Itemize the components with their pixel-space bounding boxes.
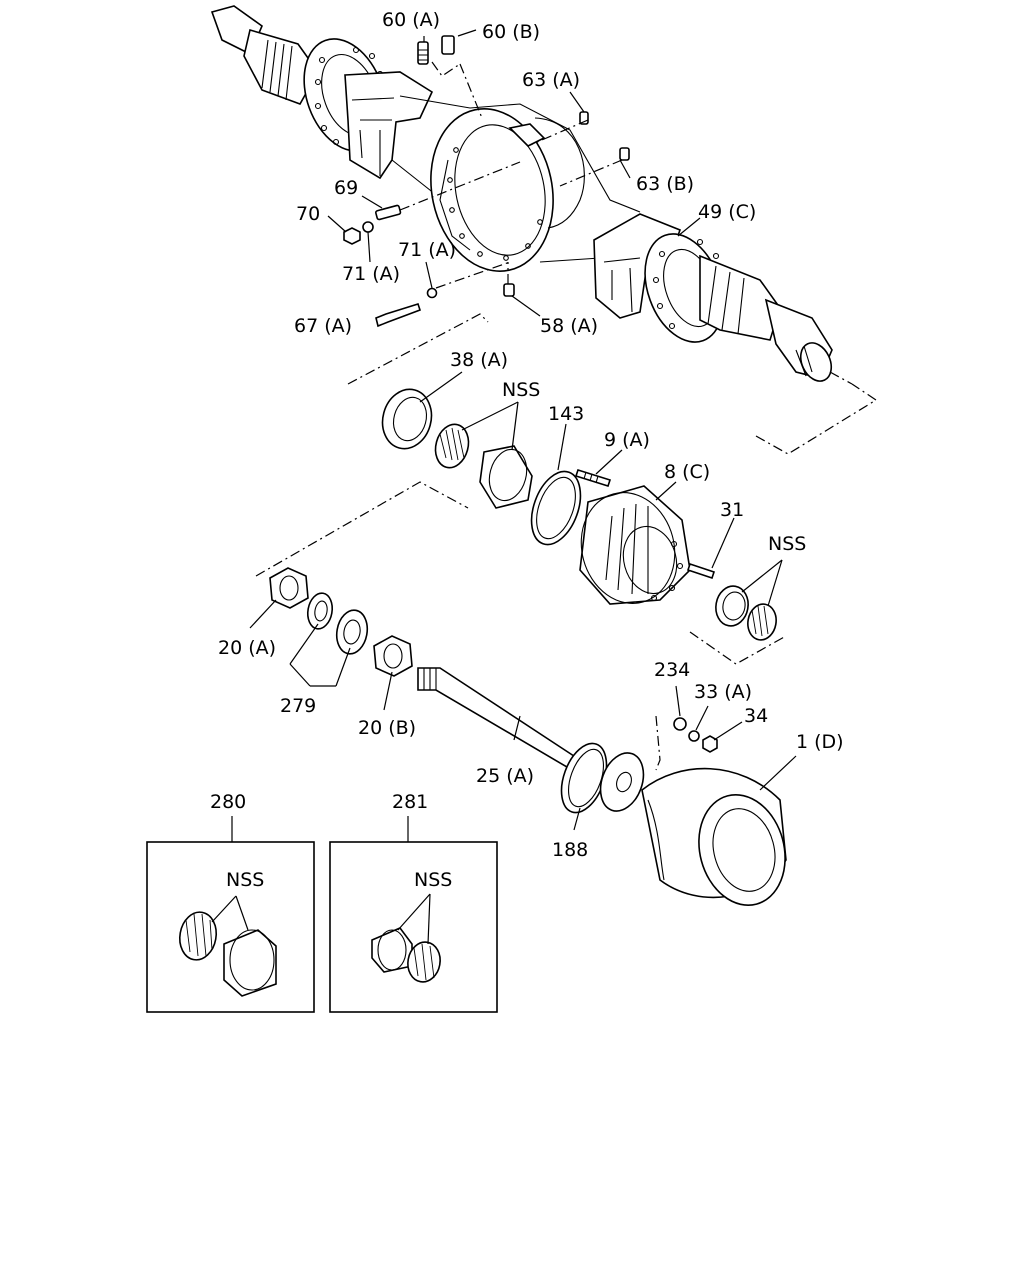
- label-188: 188: [552, 839, 588, 861]
- box-281: [329, 841, 498, 1013]
- label-49c: 49 (C): [698, 201, 756, 223]
- oil-seal-38a: [381, 388, 433, 450]
- lock-plate: [335, 609, 369, 655]
- label-nss-280: NSS: [226, 869, 264, 891]
- label-38a: 38 (A): [450, 349, 508, 371]
- label-9a: 9 (A): [604, 429, 650, 451]
- washer-33a: [688, 730, 700, 742]
- label-34: 34: [744, 705, 768, 727]
- label-71a-upper: 71 (A): [398, 239, 456, 261]
- bolt-69: [375, 204, 402, 221]
- label-234: 234: [654, 659, 690, 681]
- label-8c: 8 (C): [664, 461, 710, 483]
- label-33a: 33 (A): [694, 681, 752, 703]
- label-63b: 63 (B): [636, 173, 694, 195]
- label-71a-lower: 71 (A): [342, 263, 400, 285]
- kit-280-cup: [223, 929, 277, 997]
- label-58a: 58 (A): [540, 315, 598, 337]
- housing-fasteners: [343, 35, 630, 328]
- plug-63b: [619, 147, 630, 161]
- axle-shaft-25a: [417, 667, 582, 772]
- label-67a: 67 (A): [294, 315, 352, 337]
- assembly-lines: [255, 61, 878, 771]
- kit-280-cone: [178, 911, 218, 961]
- bolt-67a: [375, 303, 422, 328]
- axle-housing: [210, 5, 833, 382]
- label-nss-1: NSS: [502, 379, 540, 401]
- label-1d: 1 (D): [796, 731, 844, 753]
- stud-31: [686, 562, 716, 580]
- label-20a: 20 (A): [218, 637, 276, 659]
- plug-60b: [441, 35, 455, 55]
- plug-60a: [417, 41, 429, 65]
- washer: [306, 592, 334, 630]
- label-60b: 60 (B): [482, 21, 540, 43]
- bearing-cup: [479, 445, 533, 509]
- label-70: 70: [296, 203, 320, 225]
- washer-71a-upper: [362, 221, 374, 233]
- leader-lines: [249, 29, 797, 831]
- plug-58a: [503, 283, 515, 297]
- bearing-cup-nss: [715, 585, 749, 627]
- label-281: 281: [392, 791, 428, 813]
- washer-71a-lower: [426, 287, 438, 299]
- label-279: 279: [280, 695, 316, 717]
- label-20b: 20 (B): [358, 717, 416, 739]
- label-nss-2: NSS: [768, 533, 806, 555]
- label-69: 69: [334, 177, 358, 199]
- label-31: 31: [720, 499, 744, 521]
- shaft-flange: [599, 752, 645, 812]
- label-63a: 63 (A): [522, 69, 580, 91]
- label-143: 143: [548, 403, 584, 425]
- nut-34: [702, 735, 718, 753]
- nut-20b: [373, 635, 413, 677]
- nut-20a: [269, 567, 309, 609]
- label-25a: 25 (A): [476, 765, 534, 787]
- label-nss-281: NSS: [414, 869, 452, 891]
- label-60a: 60 (A): [382, 9, 440, 31]
- hub-group: [381, 388, 777, 641]
- ring-143: [530, 470, 582, 546]
- box-280: [146, 841, 315, 1013]
- nut-70: [343, 227, 361, 245]
- label-280: 280: [210, 791, 246, 813]
- kit-boxes: [146, 816, 498, 1013]
- cone-234: [673, 717, 687, 731]
- bearing-cone-nss: [434, 423, 470, 469]
- bearing-cone-nss-2: [747, 603, 777, 641]
- shaft-group: [269, 567, 787, 906]
- stud-9a: [574, 469, 612, 487]
- callout-labels: 60 (A) 60 (B) 63 (A) 63 (B) 69 70 49 (C)…: [210, 9, 844, 891]
